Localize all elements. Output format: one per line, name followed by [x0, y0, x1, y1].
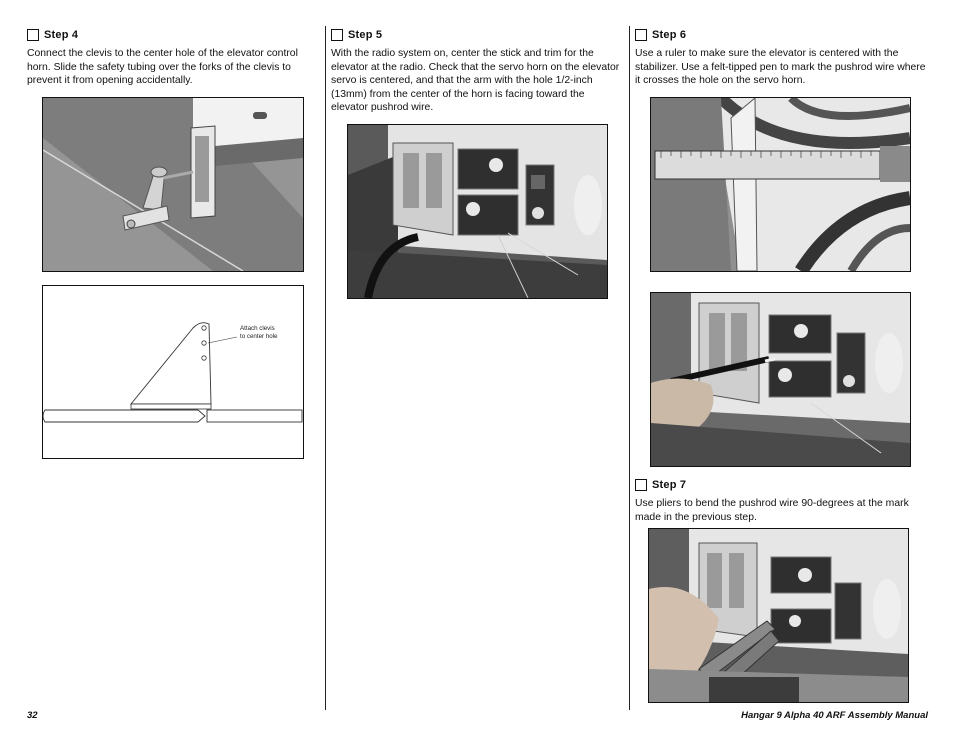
step-5-heading: Step 5 [331, 29, 382, 41]
step-6-photo [650, 97, 911, 272]
step-4-checkbox[interactable] [27, 29, 39, 41]
diagram-label-line2: to center hole [240, 333, 278, 340]
step-6-heading: Step 6 [635, 29, 686, 41]
step-4-photo [42, 97, 304, 272]
control-horn-diagram: Attach clevis to center hole [42, 285, 304, 459]
step-6-text: Use a ruler to make sure the elevator is… [635, 48, 926, 86]
step-7-checkbox[interactable] [635, 479, 647, 491]
step-5-checkbox[interactable] [331, 29, 343, 41]
step-6-label: Step 6 [652, 29, 687, 41]
step-6-checkbox[interactable] [635, 29, 647, 41]
step-5-label: Step 5 [348, 29, 383, 41]
step-4-label: Step 4 [44, 29, 79, 41]
page-number: 32 [27, 710, 38, 721]
step-5-text: With the radio system on, center the sti… [331, 48, 620, 113]
step-4-heading: Step 4 [27, 29, 78, 41]
step-7-text: Use pliers to bend the pushrod wire 90-d… [635, 498, 909, 523]
control-horn-drawing: Attach clevis to center hole [42, 322, 303, 423]
step-7-heading: Step 7 [635, 479, 686, 491]
step-5-photo [347, 124, 608, 299]
column-divider-1 [325, 26, 326, 710]
step-4-text: Connect the clevis to the center hole of… [27, 48, 298, 86]
column-divider-2 [629, 26, 630, 710]
step-7-photo [648, 528, 909, 703]
step-7-label: Step 7 [652, 479, 687, 491]
manual-title: Hangar 9 Alpha 40 ARF Assembly Manual [741, 710, 928, 721]
diagram-label-line1: Attach clevis [240, 325, 275, 332]
pushrod-mark-photo [650, 292, 911, 467]
